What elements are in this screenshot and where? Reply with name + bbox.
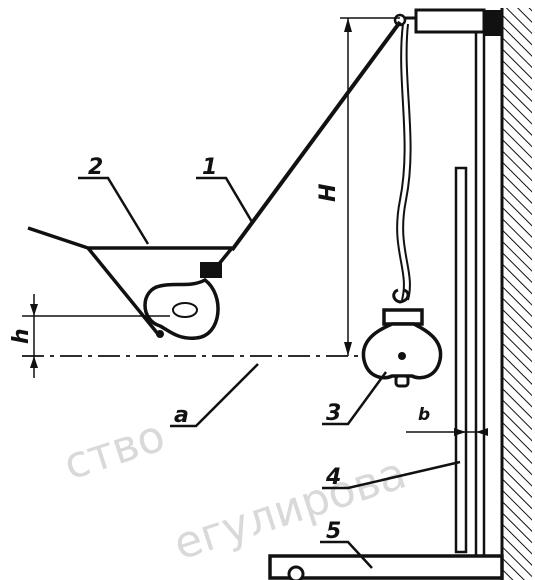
dimension-b: b bbox=[406, 405, 488, 436]
base bbox=[268, 554, 504, 580]
test-lamp bbox=[361, 288, 443, 388]
support-post bbox=[474, 12, 486, 560]
arm-handle bbox=[27, 226, 89, 250]
lamp-cap bbox=[382, 308, 424, 326]
lamp-body bbox=[361, 322, 443, 380]
base-plate bbox=[268, 554, 504, 580]
dimension-label-h: h bbox=[9, 328, 34, 344]
leader-4 bbox=[322, 460, 461, 490]
label-4: 4 bbox=[325, 465, 341, 490]
wall-mount bbox=[484, 10, 502, 36]
leader-a bbox=[170, 363, 259, 428]
leader-5 bbox=[320, 540, 373, 569]
leader-1 bbox=[196, 176, 254, 223]
dimension-label-H: H bbox=[316, 184, 341, 202]
watermark-line-2: егулирова bbox=[168, 448, 413, 571]
lamp-socket bbox=[200, 262, 222, 278]
scale-bar bbox=[454, 166, 468, 554]
lamp-on-pendulum bbox=[143, 262, 222, 340]
leader-3 bbox=[322, 371, 388, 426]
leaders bbox=[78, 176, 461, 569]
watermark-line-1: ство bbox=[58, 410, 171, 490]
wall-hatching bbox=[502, 8, 532, 580]
wall bbox=[500, 8, 532, 580]
label-3: 3 bbox=[326, 401, 341, 426]
top-bracket bbox=[393, 8, 502, 36]
watermark: ство егулирова bbox=[58, 410, 413, 570]
label-5: 5 bbox=[326, 519, 341, 544]
label-2: 2 bbox=[88, 155, 103, 180]
dimension-label-b: b bbox=[418, 405, 430, 425]
pulley-block bbox=[414, 8, 486, 34]
arm-slope bbox=[86, 246, 160, 336]
rope-diagonal bbox=[230, 20, 402, 252]
dimension-h-small: h bbox=[9, 294, 170, 378]
leader-2 bbox=[78, 176, 150, 245]
hanging-cord bbox=[396, 23, 412, 301]
dimension-h-vertical: H bbox=[316, 17, 400, 356]
label-a: a bbox=[174, 403, 189, 428]
lamp-bulb bbox=[143, 277, 220, 340]
label-1: 1 bbox=[202, 155, 217, 180]
lamp-hook bbox=[392, 288, 410, 304]
